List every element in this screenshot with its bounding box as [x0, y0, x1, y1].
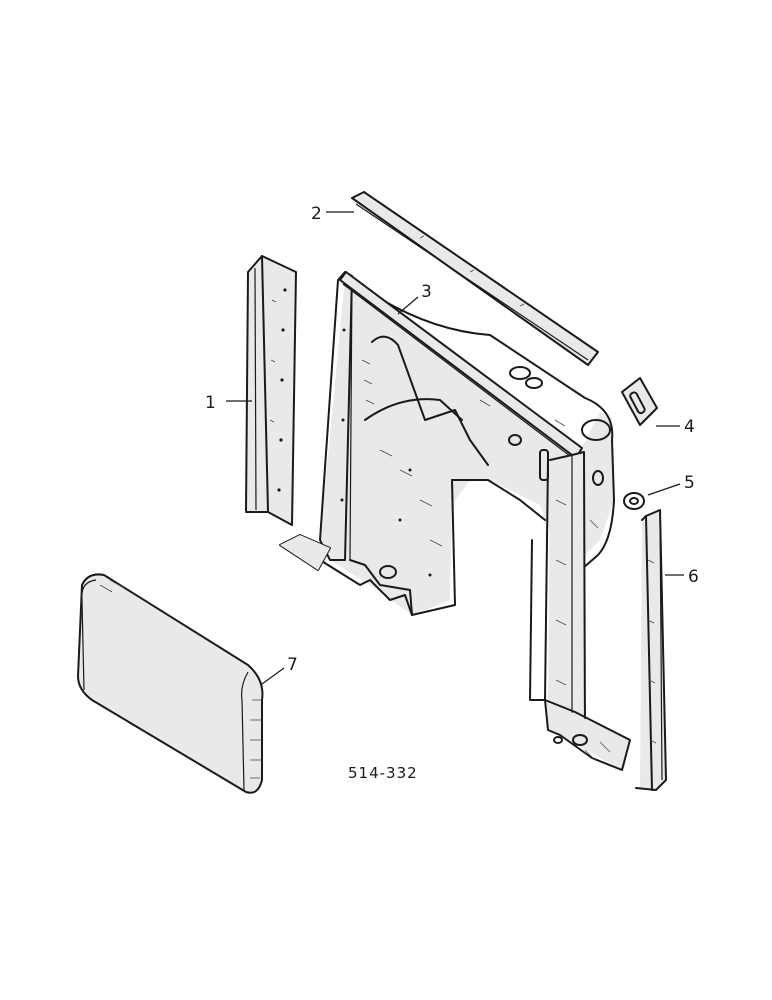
callout-3: 3: [421, 282, 432, 302]
leader-line-3: [397, 296, 419, 315]
leader-lines: [226, 211, 684, 685]
part-7-pad: [77, 573, 264, 794]
part-2-top-strip: [351, 191, 599, 366]
part-4-plate: [621, 377, 658, 426]
callout-5: 5: [684, 473, 695, 493]
callout-1: 1: [205, 393, 216, 413]
part-1-left-angle-strip: [245, 255, 297, 526]
part-5-grommet: [623, 492, 645, 510]
main-frame-housing: [279, 271, 615, 616]
callout-6: 6: [688, 567, 699, 587]
callout-2: 2: [311, 204, 322, 224]
figure-reference-number: 514-332: [348, 764, 418, 782]
callout-4: 4: [684, 417, 695, 437]
callout-7: 7: [287, 655, 298, 675]
right-frame-post: [529, 451, 631, 771]
part-6-right-angle-strip: [635, 509, 667, 791]
part-3-top-frame-bar: [339, 271, 583, 463]
leader-line-7: [261, 667, 285, 685]
leader-line-5: [647, 483, 681, 496]
